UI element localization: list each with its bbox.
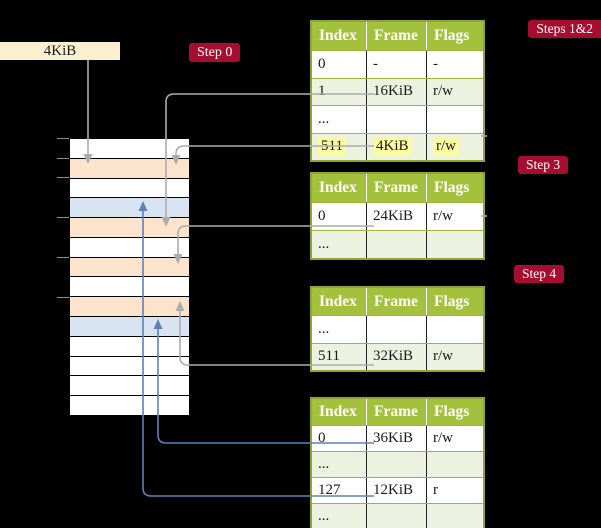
cell-frame bbox=[367, 504, 427, 528]
badge-step-0: Step 0 bbox=[189, 43, 241, 62]
page-table-final-level: Index Frame Flags 0 36KiB r/w ... 127 12… bbox=[310, 397, 485, 528]
cell-index: ... bbox=[312, 231, 367, 258]
memory-frame-row bbox=[70, 139, 189, 158]
table-row: 0 36KiB r/w bbox=[312, 425, 483, 451]
address-tick bbox=[57, 158, 69, 159]
cell-frame bbox=[367, 106, 427, 133]
column-header-flags: Flags bbox=[434, 292, 470, 310]
page-table-step-3: Index Frame Flags 0 24KiB r/w ... bbox=[310, 172, 485, 260]
address-tick bbox=[57, 177, 69, 178]
memory-frame-row bbox=[70, 395, 189, 415]
cell-index: 0 bbox=[312, 51, 367, 78]
column-header-frame: Frame bbox=[367, 22, 427, 50]
memory-frame-row bbox=[70, 276, 189, 297]
table-row: 0 - - bbox=[312, 50, 483, 78]
column-header-flags: Flags bbox=[434, 27, 470, 44]
cell-index: ... bbox=[312, 452, 367, 477]
cell-index: ... bbox=[312, 316, 367, 343]
table-row: 1 16KiB r/w bbox=[312, 77, 483, 105]
cell-flags: r/w bbox=[433, 430, 453, 446]
badge-steps-1-2: Steps 1&2 bbox=[528, 20, 601, 38]
cell-index: 0 bbox=[312, 426, 367, 451]
address-tick bbox=[57, 257, 69, 258]
cell-flags bbox=[427, 316, 483, 343]
table-row: ... bbox=[312, 105, 483, 133]
table-row: ... bbox=[312, 230, 483, 258]
table-row: ... bbox=[312, 451, 483, 477]
memory-frame-row bbox=[70, 335, 189, 356]
address-tick bbox=[57, 138, 69, 139]
cell-index: ... bbox=[312, 106, 367, 133]
cell-flags: r/w bbox=[433, 83, 453, 100]
column-header-frame: Frame bbox=[367, 399, 427, 425]
address-tick bbox=[57, 297, 69, 298]
cell-frame: 4KiB bbox=[367, 133, 427, 160]
cell-flags: - bbox=[433, 55, 438, 72]
highlighted-value: 4KiB bbox=[373, 138, 412, 156]
memory-frame-row bbox=[70, 157, 189, 178]
cell-index: 1 bbox=[312, 78, 367, 105]
memory-frame-row bbox=[70, 355, 189, 376]
memory-frame-row bbox=[70, 256, 189, 277]
cell-frame: 36KiB bbox=[367, 426, 427, 451]
page-table-step-4: Index Frame Flags ... 511 32KiB r/w bbox=[310, 286, 485, 372]
memory-frame-row bbox=[70, 296, 189, 317]
memory-frame-row bbox=[70, 316, 189, 336]
memory-frame-row bbox=[70, 197, 189, 218]
table-row: 127 12KiB r bbox=[312, 477, 483, 503]
table-row-highlighted: 511 4KiB r/w bbox=[312, 132, 483, 161]
table-header-row: Index Frame Flags bbox=[312, 288, 483, 315]
memory-frame-row bbox=[70, 236, 189, 257]
highlighted-value: 511 bbox=[318, 138, 346, 156]
cell-frame bbox=[367, 231, 427, 258]
column-header-index: Index bbox=[312, 174, 367, 202]
cell-frame: 32KiB bbox=[367, 343, 427, 370]
table-header-row: Index Frame Flags bbox=[312, 399, 483, 425]
cell-index: 0 bbox=[312, 203, 367, 230]
badge-step-3: Step 3 bbox=[518, 156, 569, 174]
cell-frame bbox=[367, 316, 427, 343]
memory-frame-row bbox=[70, 217, 189, 237]
address-tick bbox=[57, 217, 69, 218]
column-header-index: Index bbox=[312, 399, 367, 425]
cell-index: 511 bbox=[312, 133, 367, 160]
memory-frame-row bbox=[70, 177, 189, 198]
column-header-flags: Flags bbox=[434, 179, 470, 196]
cell-index: 127 bbox=[312, 478, 367, 503]
memory-frame-row bbox=[70, 375, 189, 396]
cell-flags: r/w bbox=[433, 348, 453, 365]
page-table-steps-1-2: Index Frame Flags 0 - - 1 16KiB r/w ... … bbox=[310, 20, 485, 162]
cell-frame: 24KiB bbox=[367, 203, 427, 230]
cell-flags bbox=[427, 452, 483, 477]
table-row: 511 32KiB r/w bbox=[312, 342, 483, 370]
cell-flags: r/w bbox=[427, 134, 483, 161]
cell-flags: r bbox=[433, 482, 438, 498]
highlighted-value: r/w bbox=[433, 138, 459, 156]
table-row: ... bbox=[312, 503, 483, 528]
cell-frame: - bbox=[367, 51, 427, 78]
cell-frame: 16KiB bbox=[367, 78, 427, 105]
physical-memory-column bbox=[69, 138, 190, 416]
table-header-row: Index Frame Flags bbox=[312, 174, 483, 202]
cell-flags bbox=[427, 106, 483, 133]
cell-flags bbox=[427, 231, 483, 258]
table-row: ... bbox=[312, 315, 483, 343]
column-header-frame: Frame bbox=[367, 288, 427, 315]
column-header-flags: Flags bbox=[434, 403, 470, 420]
column-header-index: Index bbox=[312, 288, 367, 315]
table-header-row: Index Frame Flags bbox=[312, 22, 483, 50]
cell-frame bbox=[367, 452, 427, 477]
cell-frame: 12KiB bbox=[367, 478, 427, 503]
cell-flags bbox=[427, 504, 483, 528]
column-header-index: Index bbox=[312, 22, 367, 50]
page-size-label: 4KiB bbox=[0, 42, 120, 60]
badge-step-4: Step 4 bbox=[514, 265, 565, 283]
table-row: 0 24KiB r/w bbox=[312, 202, 483, 230]
column-header-frame: Frame bbox=[367, 174, 427, 202]
cell-index: 511 bbox=[312, 343, 367, 370]
cell-index: ... bbox=[312, 504, 367, 528]
cell-flags: r/w bbox=[433, 208, 453, 224]
